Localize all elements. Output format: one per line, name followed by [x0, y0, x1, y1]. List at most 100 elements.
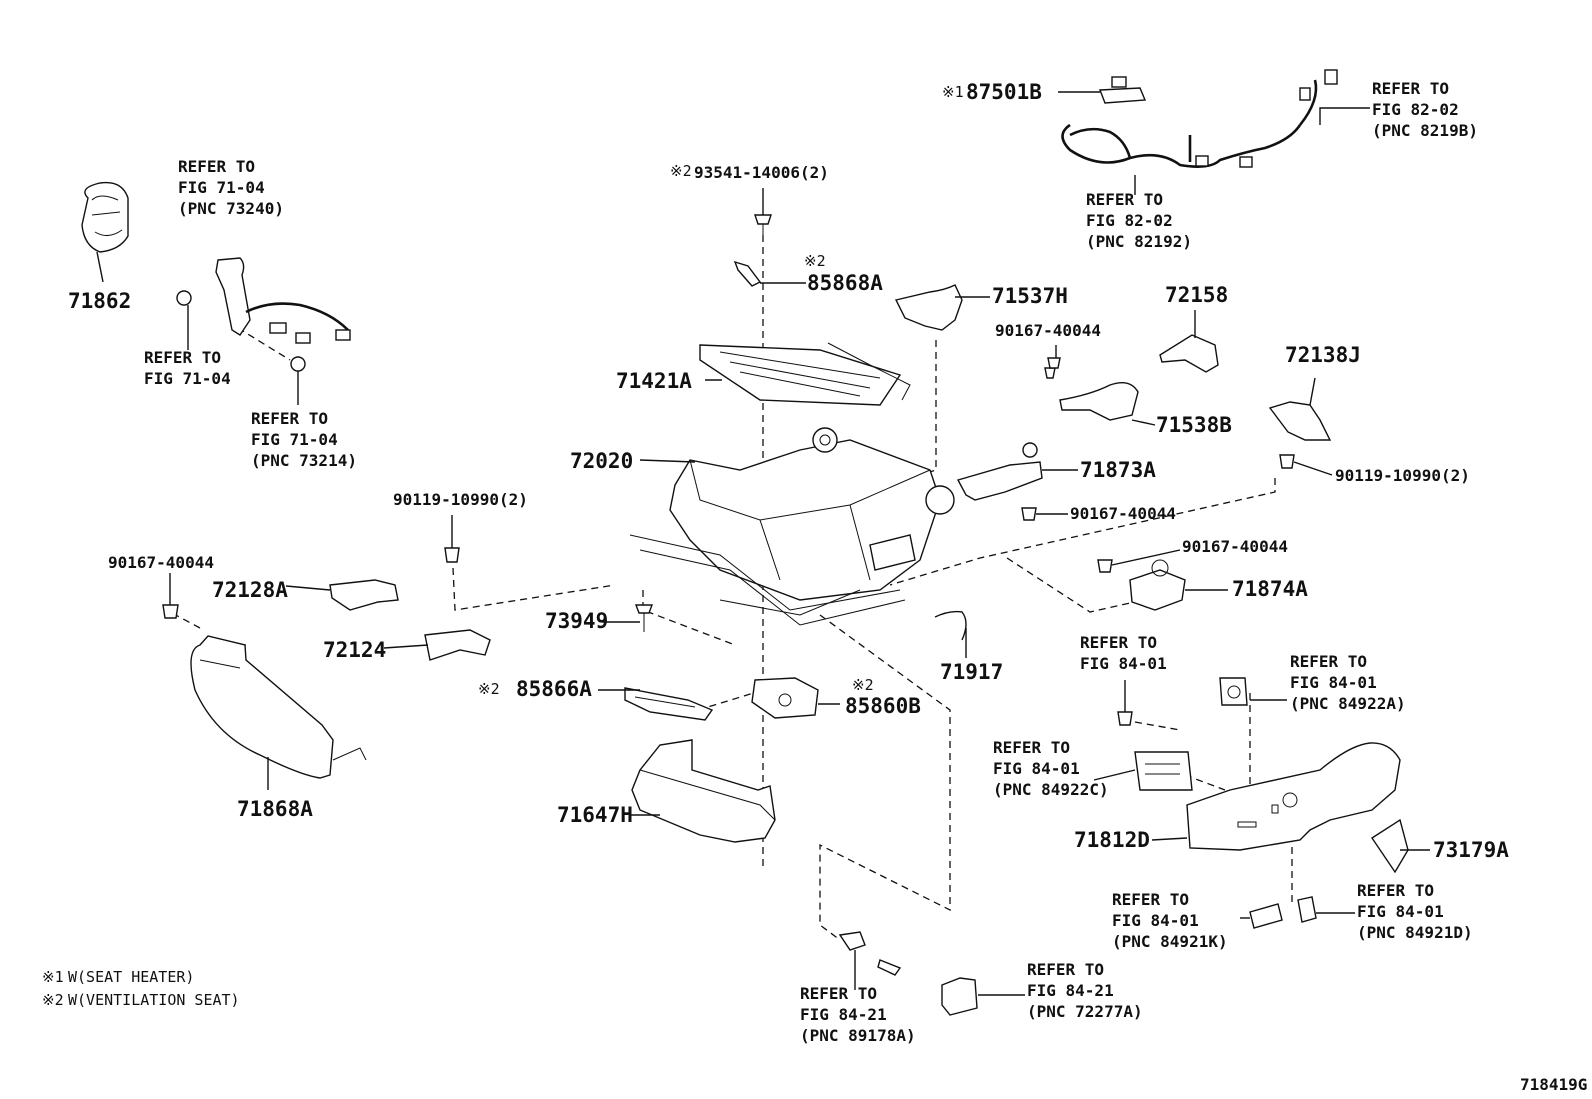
part-71537H-shape [894, 284, 963, 331]
svg-text:85866A: 85866A [516, 677, 592, 701]
svg-text:FIG 71-04: FIG 71-04 [144, 369, 231, 388]
ref-label-84921D: REFER TO FIG 84-01 (PNC 84921D) [1357, 881, 1473, 942]
svg-text:REFER TO: REFER TO [1290, 652, 1367, 671]
part-label-73949: 73949 [545, 609, 608, 633]
note-2: ※2 W(VENTILATION SEAT) [42, 991, 240, 1009]
svg-text:(PNC 84922A): (PNC 84922A) [1290, 694, 1406, 713]
svg-text:※1: ※1 [942, 83, 964, 101]
svg-text:(PNC 84921K): (PNC 84921K) [1112, 932, 1228, 951]
ref-label-84922C: REFER TO FIG 84-01 (PNC 84922C) [993, 738, 1109, 799]
connector-89178A-shape [838, 931, 902, 976]
svg-text:※2: ※2 [670, 162, 692, 180]
cover-71647H-shape [631, 739, 776, 843]
part-label-71868A: 71868A [237, 797, 313, 821]
cover-71873A-shape [956, 442, 1043, 501]
ref-label-84922A: REFER TO FIG 84-01 (PNC 84922A) [1290, 652, 1406, 713]
bracket-85868A-shape [733, 260, 762, 287]
part-label-72128A: 72128A [212, 578, 288, 602]
svg-text:FIG 84-01: FIG 84-01 [1290, 673, 1377, 692]
svg-text:(PNC 73214): (PNC 73214) [251, 451, 357, 470]
svg-text:※2: ※2 [42, 991, 64, 1009]
ref-label-fig-84-01: REFER TO FIG 84-01 [1080, 633, 1167, 673]
svg-text:FIG 84-01: FIG 84-01 [1112, 911, 1199, 930]
svg-text:W(SEAT HEATER): W(SEAT HEATER) [68, 968, 194, 986]
part-label-71862: 71862 [68, 289, 131, 313]
side-cover-71868A-shape [190, 635, 367, 779]
svg-text:REFER TO: REFER TO [1027, 960, 1104, 979]
switch-84922A-shape [1219, 677, 1248, 706]
part-label-71874A: 71874A [1232, 577, 1308, 601]
part-label-72138J: 72138J [1285, 343, 1361, 367]
part-label-87501B: ※1 87501B [942, 80, 1042, 104]
knob-84921K-shape [1249, 903, 1283, 929]
part-label-71812D: 71812D [1074, 828, 1150, 852]
part-label-72020: 72020 [570, 449, 633, 473]
part-label-90167-d: 90167-40044 [108, 553, 214, 572]
svg-text:FIG 82-02: FIG 82-02 [1086, 211, 1173, 230]
diagram-id: 718419G [1520, 1075, 1587, 1094]
blower-85860B-shape [751, 677, 819, 719]
ref-label-82192: REFER TO FIG 82-02 (PNC 82192) [1086, 190, 1192, 251]
svg-text:FIG 84-21: FIG 84-21 [1027, 981, 1114, 1000]
leader-lines [96, 91, 1430, 996]
svg-text:FIG 84-01: FIG 84-01 [993, 759, 1080, 778]
part-label-72124: 72124 [323, 638, 386, 662]
svg-text:(PNC 82192): (PNC 82192) [1086, 232, 1192, 251]
svg-text:REFER TO: REFER TO [144, 348, 221, 367]
svg-text:85860B: 85860B [845, 694, 921, 718]
part-71862-shape [81, 181, 129, 253]
part-label-72158: 72158 [1165, 283, 1228, 307]
part-label-90167-a: 90167-40044 [995, 321, 1101, 340]
svg-text:FIG 84-01: FIG 84-01 [1357, 902, 1444, 921]
part-label-90119-r: 90119-10990(2) [1335, 466, 1470, 485]
svg-text:REFER TO: REFER TO [1080, 633, 1157, 652]
frame-72020-shape [629, 427, 955, 626]
svg-text:REFER TO: REFER TO [1357, 881, 1434, 900]
pad-85866A-shape [624, 687, 714, 721]
part-72158-shape [1159, 334, 1219, 373]
bolts-shapes [162, 357, 1295, 726]
part-71917-shape [934, 610, 967, 641]
ref-label-8219B: REFER TO FIG 82-02 (PNC 8219B) [1372, 79, 1478, 140]
svg-text:FIG 71-04: FIG 71-04 [178, 178, 265, 197]
part-label-73179A: 73179A [1433, 838, 1509, 862]
svg-text:(PNC 89178A): (PNC 89178A) [800, 1026, 916, 1045]
harness-87501B-shape [1061, 69, 1338, 168]
ref-label-73240: REFER TO FIG 71-04 (PNC 73240) [178, 157, 284, 218]
svg-text:REFER TO: REFER TO [251, 409, 328, 428]
part-72124-shape [424, 629, 491, 661]
mat-71421A-shape [699, 342, 911, 406]
ref-label-84921K: REFER TO FIG 84-01 (PNC 84921K) [1112, 890, 1228, 951]
ref-label-72277A: REFER TO FIG 84-21 (PNC 72277A) [1027, 960, 1143, 1021]
part-label-90167-b: 90167-40044 [1070, 504, 1176, 523]
svg-text:(PNC 72277A): (PNC 72277A) [1027, 1002, 1143, 1021]
ref-label-73214: REFER TO FIG 71-04 (PNC 73214) [251, 409, 357, 470]
shield-71812D-shape [1186, 742, 1401, 851]
part-label-71538B: 71538B [1156, 413, 1232, 437]
ref-label-89178A: REFER TO FIG 84-21 (PNC 89178A) [800, 984, 916, 1045]
part-label-71421A: 71421A [616, 369, 692, 393]
note-1: ※1 W(SEAT HEATER) [42, 968, 194, 986]
screw-93541-shape [754, 214, 772, 238]
svg-text:REFER TO: REFER TO [178, 157, 255, 176]
svg-text:REFER TO: REFER TO [1086, 190, 1163, 209]
part-label-71537H: 71537H [992, 284, 1068, 308]
svg-text:(PNC 84922C): (PNC 84922C) [993, 780, 1109, 799]
svg-text:FIG 82-02: FIG 82-02 [1372, 100, 1459, 119]
part-72128A-shape [329, 579, 399, 611]
part-label-85868A: ※2 85868A [804, 252, 883, 295]
part-label-71647H: 71647H [557, 803, 633, 827]
part-72138J-shape [1268, 401, 1332, 441]
svg-text:FIG 84-01: FIG 84-01 [1080, 654, 1167, 673]
seat-belt-buckle-shape [176, 257, 351, 372]
svg-text:REFER TO: REFER TO [993, 738, 1070, 757]
switch-84922C-shape [1134, 751, 1193, 791]
part-label-90119-l: 90119-10990(2) [393, 490, 528, 509]
svg-text:REFER TO: REFER TO [1112, 890, 1189, 909]
svg-text:FIG 71-04: FIG 71-04 [251, 430, 338, 449]
svg-text:W(VENTILATION SEAT): W(VENTILATION SEAT) [68, 991, 240, 1009]
part-71538B-shape [1044, 367, 1139, 421]
part-label-93541: ※2 93541-14006(2) [670, 162, 829, 182]
svg-text:(PNC 8219B): (PNC 8219B) [1372, 121, 1478, 140]
part-label-85866A: ※2 85866A [478, 677, 592, 701]
